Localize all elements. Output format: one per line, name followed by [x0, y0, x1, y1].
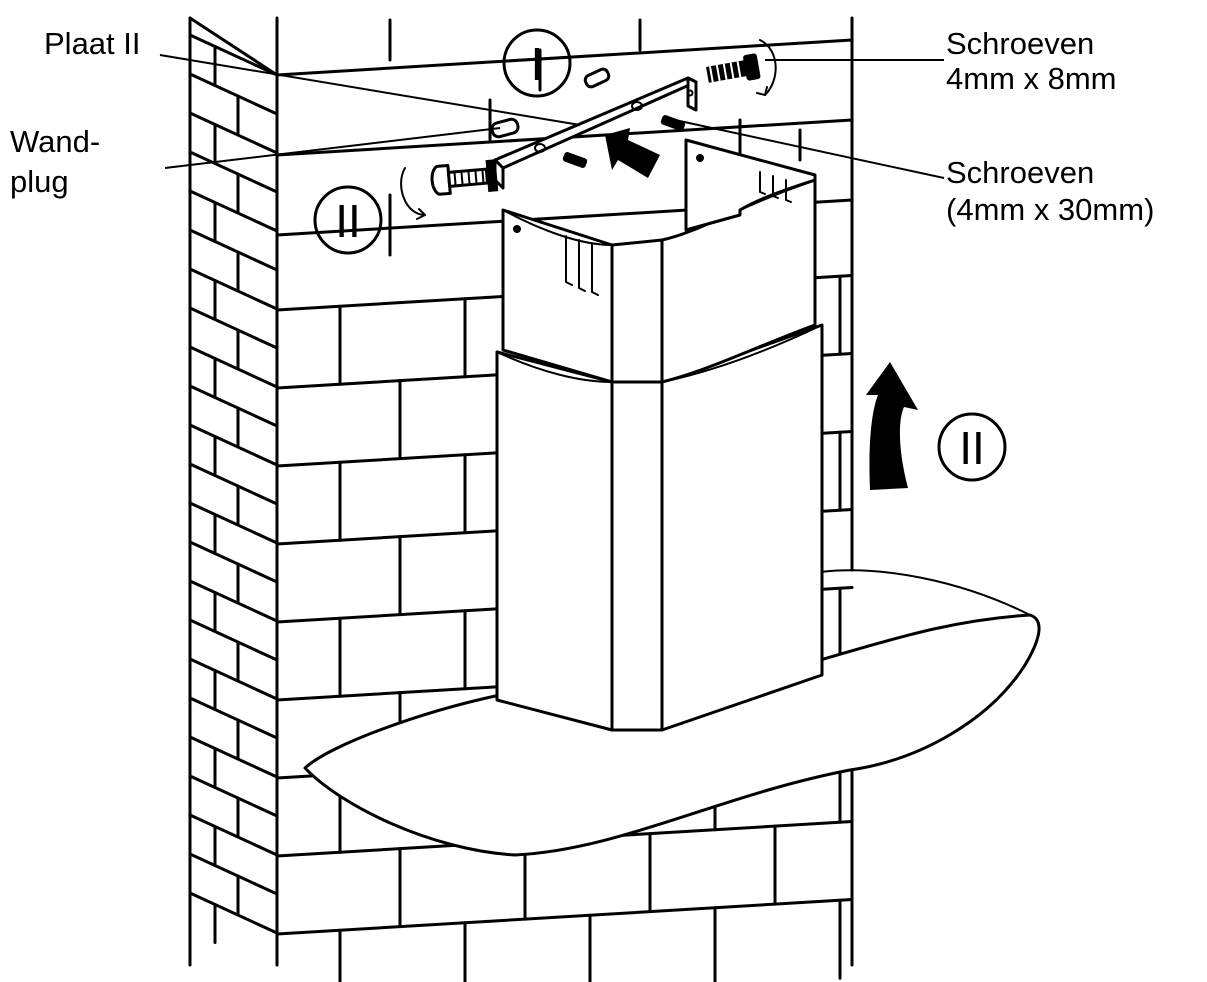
label-screws-small-line2: 4mm x 8mm — [946, 61, 1117, 96]
upper-chimney-duct — [501, 138, 817, 384]
label-wallplug-line2: plug — [10, 164, 69, 199]
step-badge-2-left: II — [313, 185, 383, 255]
step-badge-2-right-text: II — [959, 422, 985, 474]
up-arrow — [866, 362, 918, 490]
step-badge-2-left-text: II — [335, 195, 361, 247]
push-arrow — [605, 128, 660, 178]
label-plate: Plaat II — [44, 26, 141, 61]
label-screws-small-line1: Schroeven — [946, 26, 1094, 61]
leader-lines — [159, 54, 945, 179]
label-wallplug-line1: Wand- — [10, 124, 100, 159]
small-screw-left — [562, 152, 588, 168]
step-badge-2-right: II — [937, 412, 1007, 482]
step-badge-1-text: I — [531, 38, 544, 90]
step-badge-1: I — [502, 28, 572, 98]
wall-plugs — [490, 67, 611, 139]
small-screw-right — [660, 115, 686, 131]
large-screw-left — [400, 159, 499, 220]
label-screws-large-line1: Schroeven — [946, 155, 1094, 190]
lower-chimney-duct — [495, 323, 824, 732]
label-screws-large-line2: (4mm x 30mm) — [946, 192, 1154, 227]
large-screw-top — [706, 39, 777, 96]
